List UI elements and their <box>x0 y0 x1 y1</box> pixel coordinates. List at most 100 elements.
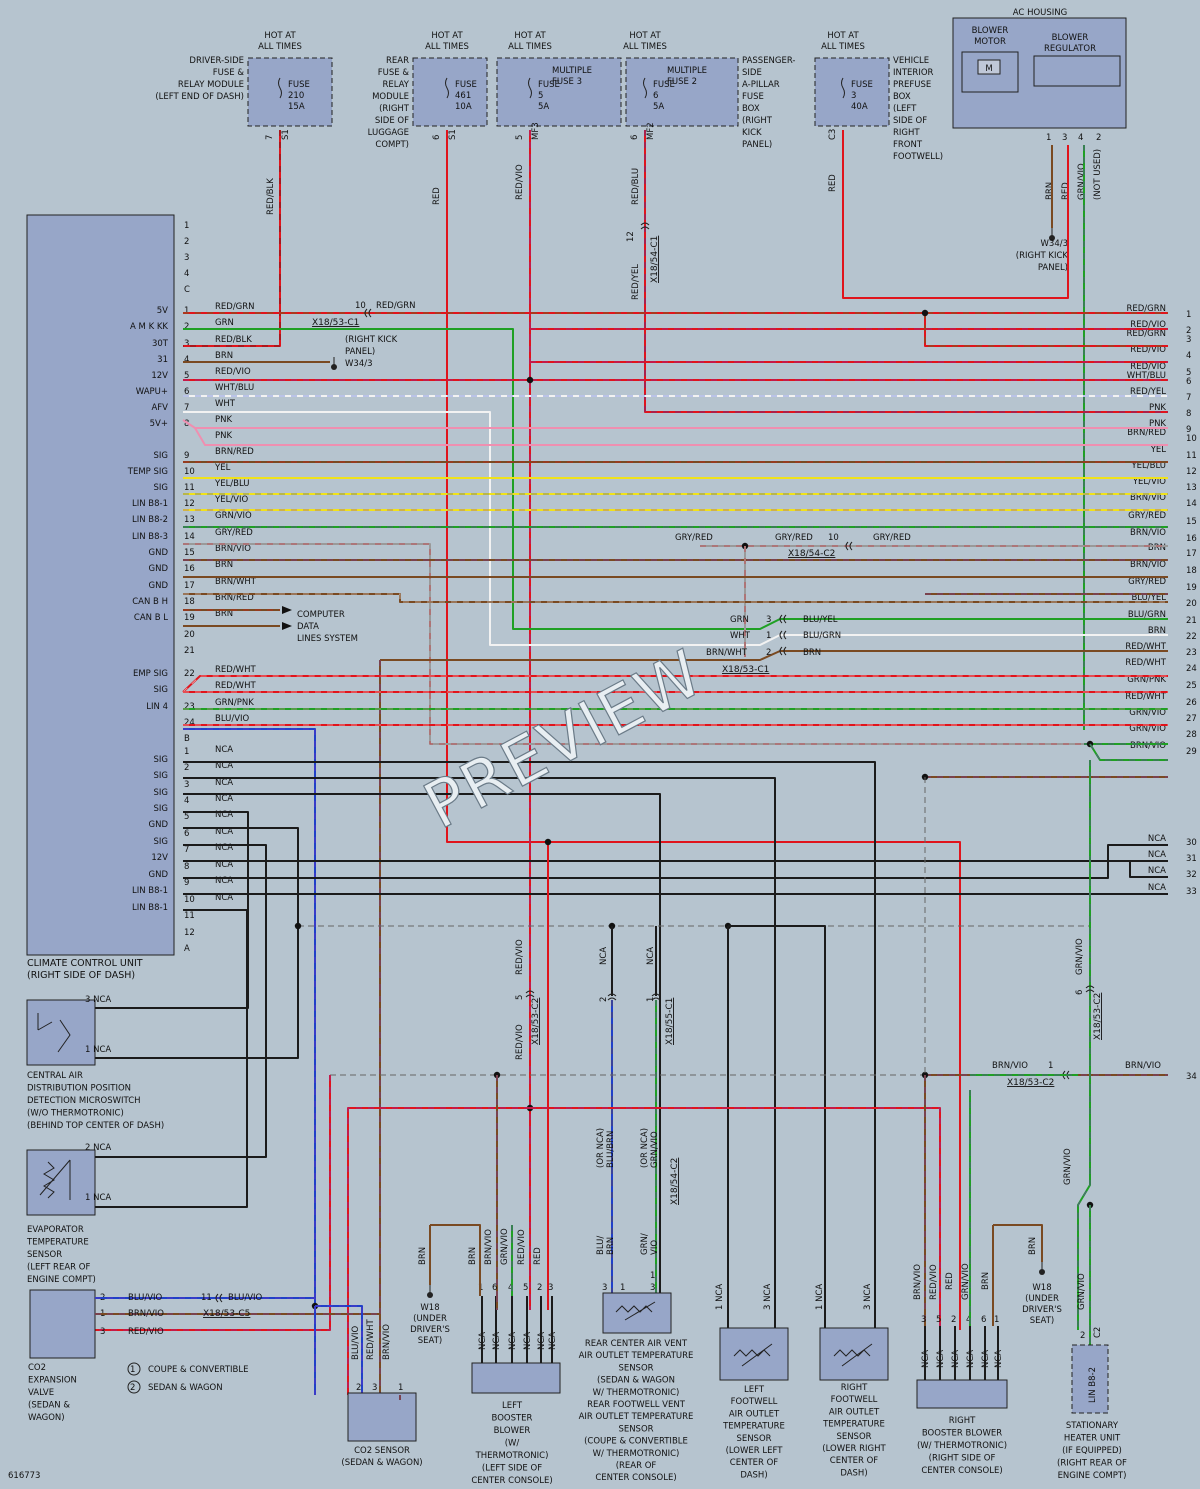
vlabel: RED <box>533 1247 543 1265</box>
ccu-wire-a: WHT <box>215 399 236 409</box>
ccu-pin-b: 1 <box>184 747 189 757</box>
fuse-icon <box>445 77 449 99</box>
legend-text: SEDAN & WAGON <box>148 1383 223 1393</box>
connector-label: X18/54-C2 <box>670 1158 680 1205</box>
splice-dot <box>526 376 534 384</box>
ccu-top-pin: 3 <box>184 253 189 263</box>
right-wire-number: 17 <box>1186 549 1197 559</box>
wire-nca7b <box>183 860 1168 878</box>
right-wire-label: BLU/YEL <box>1131 593 1166 603</box>
right-wire-number: 3 <box>1186 335 1191 345</box>
co2-sensor-box <box>347 1392 417 1442</box>
right-wire-label: RED/VIO <box>1130 362 1166 372</box>
mid-wire-label: BRN <box>803 648 821 658</box>
wire-fuse461 <box>446 130 961 1330</box>
fuse-pin: MF3 <box>531 122 541 140</box>
ccu-wire-b: NCA <box>215 860 233 870</box>
fuse-pin: MF2 <box>646 122 656 140</box>
vlabel: BLU/VIO <box>351 1325 361 1360</box>
comp-pin: 2 NCA <box>85 1143 111 1153</box>
ccu-signal-a: LIN B8-2 <box>132 515 168 525</box>
pin-label: 11 <box>201 1293 212 1303</box>
ccu-wire-a: BRN <box>215 351 233 361</box>
ground-w34-3-icon <box>1049 228 1055 241</box>
ccu-pin-a: 16 <box>184 564 195 574</box>
ccu-pin-a: 21 <box>184 646 195 656</box>
ccu-pin-b: 8 <box>184 862 189 872</box>
ac-pin: 1 <box>1046 133 1051 143</box>
ccu-signal-a: CAN B L <box>134 613 168 623</box>
vlabel: BLU/BRN <box>596 1236 616 1255</box>
right-wire-label: BRN <box>1148 543 1166 553</box>
evap-sensor-box <box>26 1149 96 1216</box>
connector-symbol <box>607 993 617 1001</box>
ccu-signal-a: A M K KK <box>130 322 168 332</box>
mid-wire-label: BRN/VIO <box>128 1309 164 1319</box>
wire-redvio-co2sen <box>347 1107 530 1395</box>
heater-inner-label: LIN B8-2 <box>1088 1367 1098 1403</box>
vlabel: RED/YEL <box>631 264 641 300</box>
ccu-wire-b: NCA <box>215 843 233 853</box>
fuse-pin: 7 <box>265 135 275 140</box>
motor-icon <box>977 59 1001 75</box>
ccu-signal-a: TEMP SIG <box>127 467 168 477</box>
ccu-signal-b: GND <box>149 870 169 880</box>
comp-pin: 3 <box>921 1315 926 1325</box>
ccu-signal-a: 30T <box>152 339 169 349</box>
wire-nca6 <box>95 844 267 1158</box>
right-wire-label: BRN/VIO <box>1130 560 1166 570</box>
right-wire-label: BLU/GRN <box>1128 610 1166 620</box>
right-wire-label: YEL <box>1150 445 1167 455</box>
wire-co2v-bluvio <box>95 1297 316 1305</box>
ccu-signal-a: 5V+ <box>150 419 168 429</box>
vlabel: GRN/VIO <box>961 1263 971 1300</box>
connector-label: X18/53-C1 <box>312 318 359 328</box>
right-footwell-sensor-box <box>819 1327 889 1381</box>
connector-label: X18/53-C2 <box>531 998 541 1045</box>
connector-x18-53-c2 <box>525 990 535 998</box>
right-wire-number: 5 <box>1186 368 1191 378</box>
wire-ac-red <box>842 130 1069 299</box>
comp-pin: 4 <box>966 1315 971 1325</box>
right-wire-number: 34 <box>1186 1072 1197 1082</box>
ccu-pin-b: 4 <box>184 796 189 806</box>
ccu-wire-a: GRN/VIO <box>215 511 252 521</box>
ccu-signal-a: GND <box>149 581 169 591</box>
ccu-pin-a: 9 <box>184 451 189 461</box>
fuse-box <box>625 57 739 127</box>
splice-dot <box>921 309 929 317</box>
ccu-top-pin: 2 <box>184 237 189 247</box>
ccu-pin-a: 4 <box>184 355 189 365</box>
right-wire-number: 16 <box>1186 534 1197 544</box>
vlabel: BRN <box>1028 1237 1038 1255</box>
connector-x18-53-c1 <box>364 308 372 318</box>
pin-label: 3 <box>766 615 771 625</box>
vlabel: RED/BLK <box>266 178 276 215</box>
ccu-pin-a: 8 <box>184 419 189 429</box>
ccu-signal-b: SIG <box>154 837 169 847</box>
right-wire-number: 24 <box>1186 664 1197 674</box>
wire-gv28 <box>1089 743 1168 761</box>
right-wire-number: 15 <box>1186 517 1197 527</box>
connector-x18-54-c2 <box>845 541 853 551</box>
ac-wire-label: GRN/VIO <box>1077 163 1087 200</box>
wire-nca1 <box>183 761 876 1330</box>
ac-pin: 4 <box>1078 133 1083 143</box>
vlabel: RED/VIO <box>515 1024 525 1060</box>
ccu-pin-a: 2 <box>184 322 189 332</box>
ccu-wire-a: BRN <box>215 560 233 570</box>
ccu-pin-b: 11 <box>184 911 195 921</box>
ccu-pin-a: 14 <box>184 532 195 542</box>
